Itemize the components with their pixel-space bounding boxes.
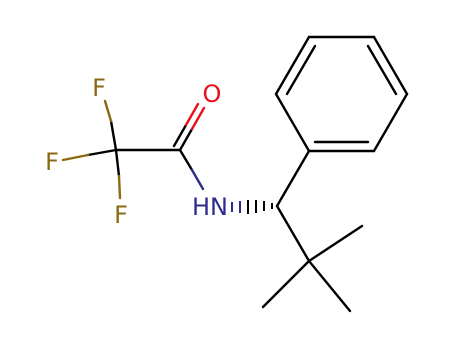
hashed-wedge-bond <box>231 200 273 214</box>
bond-tbu-me2 <box>261 259 311 309</box>
ring-bond-1 <box>274 92 311 153</box>
bond-c-f1 <box>109 119 118 152</box>
carbonyl-double-bond <box>172 102 206 152</box>
bond-stereo-tbu <box>275 204 311 263</box>
bond-c-f2-halo <box>61 153 90 162</box>
bond-c-f2 <box>86 148 118 157</box>
bond-c-o-2 <box>172 123 188 148</box>
tert-butyl-group <box>261 224 364 313</box>
atom-label-f2: F <box>45 148 59 176</box>
bond-stereo-phenyl <box>275 149 311 208</box>
ring-bond-2 <box>274 35 311 96</box>
bond-c-n-blue <box>190 168 205 191</box>
bond-tbu-me1 <box>307 224 364 263</box>
ring-double-2 <box>366 44 398 96</box>
bond-c-n <box>178 148 194 172</box>
ring-double-1 <box>285 44 317 96</box>
atom-label-n: HN <box>192 193 228 221</box>
bond-c-f3 <box>114 148 121 178</box>
ring-bond-5 <box>372 92 409 153</box>
bond-c-f1-halo <box>103 99 113 123</box>
ring-bond-4 <box>372 35 409 96</box>
bond-tbu-me3 <box>307 259 352 313</box>
cf3-group <box>61 99 122 200</box>
phenyl-ring <box>274 35 409 153</box>
atom-label-o: O <box>203 80 222 108</box>
bond-c-o-2-red <box>184 102 200 127</box>
bond-c-f3-halo <box>117 174 122 200</box>
atom-label-f3: F <box>114 201 128 229</box>
atom-label-f1: F <box>92 74 106 102</box>
bond-c-o-1-red <box>190 106 206 131</box>
bond-c-o-1 <box>178 127 194 152</box>
